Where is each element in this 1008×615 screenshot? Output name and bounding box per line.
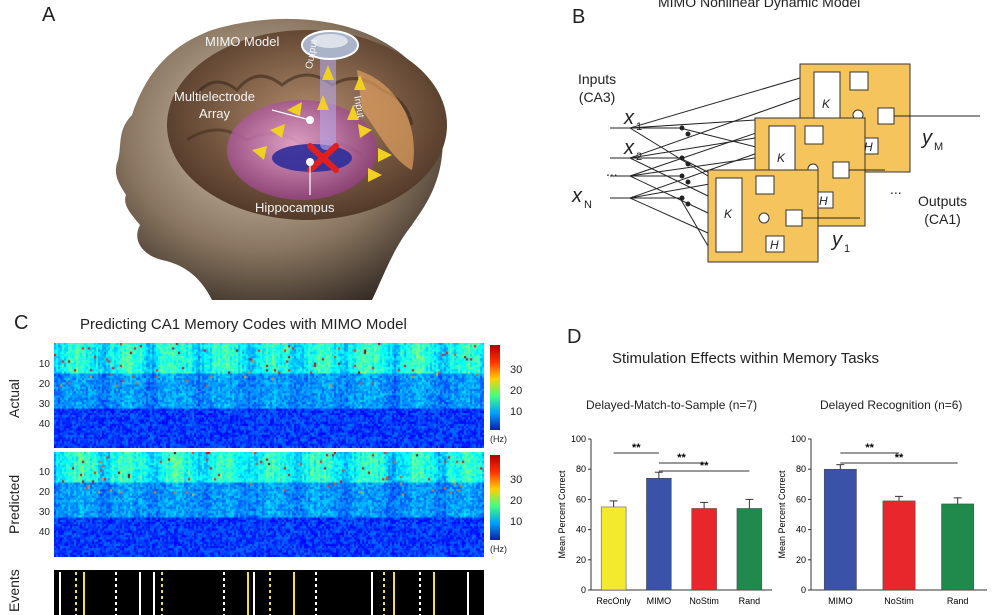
x-tick-label: Rand xyxy=(739,596,761,606)
chart2-title: Delayed Recognition (n=6) xyxy=(820,398,963,412)
mimo-model-diagram: K K K H H H x 1 x 2 ... x N y M y 1 ... xyxy=(571,63,980,263)
x-tick-label: MIMO xyxy=(647,596,672,606)
significance-stars: ** xyxy=(865,442,874,454)
x-tick-label: NoStim xyxy=(884,596,914,606)
row-label-events: Events xyxy=(6,569,22,612)
y-tick-label: 60 xyxy=(796,494,806,504)
x-dots-label: ... xyxy=(606,163,618,179)
actual-colorbar-unit: (Hz) xyxy=(490,434,507,444)
panel-d-title: Stimulation Effects within Memory Tasks xyxy=(612,350,880,367)
h-label-m: H xyxy=(864,140,873,154)
svg-text:2: 2 xyxy=(636,151,642,163)
y-tick-label: 0 xyxy=(801,585,806,595)
svg-text:1: 1 xyxy=(844,243,850,255)
significance-stars: ** xyxy=(632,442,641,454)
bar xyxy=(600,506,627,591)
bar xyxy=(941,503,975,591)
panel-b-title: MIMO Nonlinear Dynamic Model xyxy=(658,0,861,10)
significance-stars: ** xyxy=(700,460,709,472)
panel-a-letter: A xyxy=(42,4,56,26)
x1-label: x xyxy=(623,107,635,129)
outputs-label: Outputs (CA1) xyxy=(918,193,968,227)
y-dots-label: ... xyxy=(890,181,902,197)
bar xyxy=(736,508,763,591)
y-axis-label: Mean Percent Correct xyxy=(557,470,567,559)
significance-stars: ** xyxy=(895,452,904,464)
y-tick-label: 40 xyxy=(796,525,806,535)
x-tick-label: NoStim xyxy=(689,596,719,606)
y-axis-label: Mean Percent Correct xyxy=(777,470,787,559)
panel-c-letter: C xyxy=(14,312,29,334)
x-tick-label: Rand xyxy=(947,596,969,606)
h-label-2: H xyxy=(819,194,828,208)
panel-d-letter: D xyxy=(567,326,582,348)
predicted-colorbar-unit: (Hz) xyxy=(490,544,507,554)
model-box-1 xyxy=(707,169,860,263)
predicted-heatmap xyxy=(54,452,484,557)
y-tick-label: 20 xyxy=(576,555,586,565)
svg-text:N: N xyxy=(584,199,592,211)
label-hippocampus: Hippocampus xyxy=(255,200,335,215)
ym-label: y xyxy=(920,127,933,149)
k-label-1: K xyxy=(724,207,733,221)
inputs-label: Inputs (CA3) xyxy=(578,71,617,105)
bar xyxy=(646,478,672,591)
junction-dots xyxy=(679,125,691,207)
bar xyxy=(882,500,916,591)
predicted-colorbar xyxy=(490,455,500,540)
row-label-predicted: Predicted xyxy=(6,474,22,534)
brain-illustration xyxy=(115,18,447,300)
y-tick-label: 80 xyxy=(796,464,806,474)
lesion-x-icon xyxy=(307,143,339,173)
events-strip xyxy=(54,570,484,615)
row-label-actual: Actual xyxy=(6,379,22,418)
xn-label: x xyxy=(571,185,583,207)
svg-text:1: 1 xyxy=(636,121,642,133)
actual-heatmap xyxy=(54,343,484,448)
x-tick-label: RecOnly xyxy=(596,596,631,606)
actual-colorbar xyxy=(490,345,500,430)
label-multielectrode-array: Multielectrode Array xyxy=(174,89,255,121)
y-tick-label: 40 xyxy=(576,525,586,535)
panel-b-letter: B xyxy=(572,6,586,28)
signal-arrows xyxy=(252,65,392,182)
y1-label: y xyxy=(830,229,843,251)
svg-text:M: M xyxy=(934,141,943,153)
h-label-1: H xyxy=(770,238,779,252)
bar xyxy=(691,508,717,591)
significance-stars: ** xyxy=(677,452,686,464)
bar xyxy=(823,468,857,591)
y-tick-label: 100 xyxy=(791,434,806,444)
y-tick-label: 100 xyxy=(571,434,586,444)
y-tick-label: 60 xyxy=(576,494,586,504)
x-tick-label: MIMO xyxy=(828,596,853,606)
label-mimo-model: MIMO Model xyxy=(205,34,280,49)
k-label-m: K xyxy=(822,97,831,111)
chart1-title: Delayed-Match-to-Sample (n=7) xyxy=(586,398,758,412)
y-tick-label: 80 xyxy=(576,464,586,474)
y-tick-label: 20 xyxy=(796,555,806,565)
panel-c-title: Predicting CA1 Memory Codes with MIMO Mo… xyxy=(80,316,407,333)
k-label-2: K xyxy=(777,151,786,165)
y-tick-label: 0 xyxy=(581,585,586,595)
x2-label: x xyxy=(623,137,635,159)
